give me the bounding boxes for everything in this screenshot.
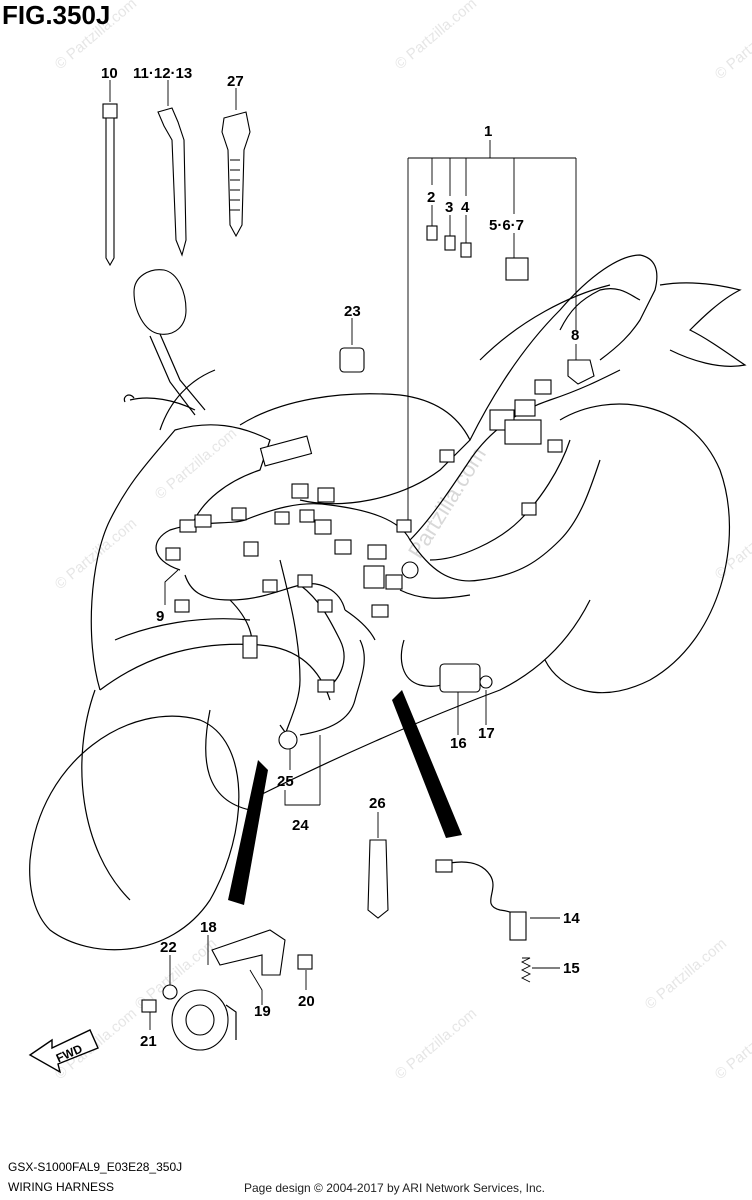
callout-23: 23 — [344, 303, 361, 320]
callout-17: 17 — [478, 725, 495, 742]
watermark: © Partzilla.com — [392, 0, 480, 73]
callout-2: 2 — [427, 189, 435, 206]
watermark: © Partzilla.com — [642, 935, 730, 1013]
watermark-layer: © Partzilla.com © Partzilla.com © Partzi… — [52, 0, 752, 1083]
footer-credit: Page design © 2004-2017 by ARI Network S… — [244, 1181, 546, 1195]
callout-20: 20 — [298, 993, 315, 1010]
callout-18: 18 — [200, 919, 217, 936]
callout-9: 9 — [156, 608, 164, 625]
parts-bottom — [141, 639, 532, 1051]
watermark: © Partzilla.com — [712, 5, 752, 83]
parts-top — [102, 103, 595, 385]
callout-3: 3 — [445, 199, 453, 216]
leader-lines — [109, 80, 577, 1030]
detail-pointers — [228, 690, 462, 905]
motorcycle-outline — [29, 254, 747, 951]
footer-section-name: WIRING HARNESS — [8, 1180, 115, 1194]
callout-16: 16 — [450, 735, 467, 752]
footer-model-code: GSX-S1000FAL9_E03E28_350J — [8, 1160, 183, 1174]
callout-5-6-7: 5·6·7 — [489, 217, 524, 234]
callout-27: 27 — [227, 73, 244, 90]
watermark: © Partzilla.com — [712, 505, 752, 583]
callout-19: 19 — [254, 1003, 271, 1020]
watermark: © Partzilla.com — [392, 1005, 480, 1083]
callout-labels: 1 2 3 4 5·6·7 8 9 10 11·12·13 14 15 16 1… — [101, 65, 580, 1050]
callout-11-12-13: 11·12·13 — [133, 65, 192, 82]
callout-24: 24 — [292, 817, 309, 834]
watermark: © Partzilla.com — [152, 425, 240, 503]
figure-title: FIG.350J — [2, 0, 110, 30]
callout-15: 15 — [563, 960, 580, 977]
callout-14: 14 — [563, 910, 580, 927]
watermark: © Partzilla.com — [52, 515, 140, 593]
watermark: © Partzilla.com — [712, 1005, 752, 1083]
callout-1: 1 — [484, 123, 492, 140]
wiring-harness — [155, 288, 641, 736]
callout-8: 8 — [571, 327, 579, 344]
callout-10: 10 — [101, 65, 118, 82]
callout-21: 21 — [140, 1033, 157, 1050]
callout-25: 25 — [277, 773, 294, 790]
callout-4: 4 — [461, 199, 470, 216]
part-10-tie-head — [102, 103, 118, 119]
callout-26: 26 — [369, 795, 386, 812]
callout-22: 22 — [160, 939, 177, 956]
